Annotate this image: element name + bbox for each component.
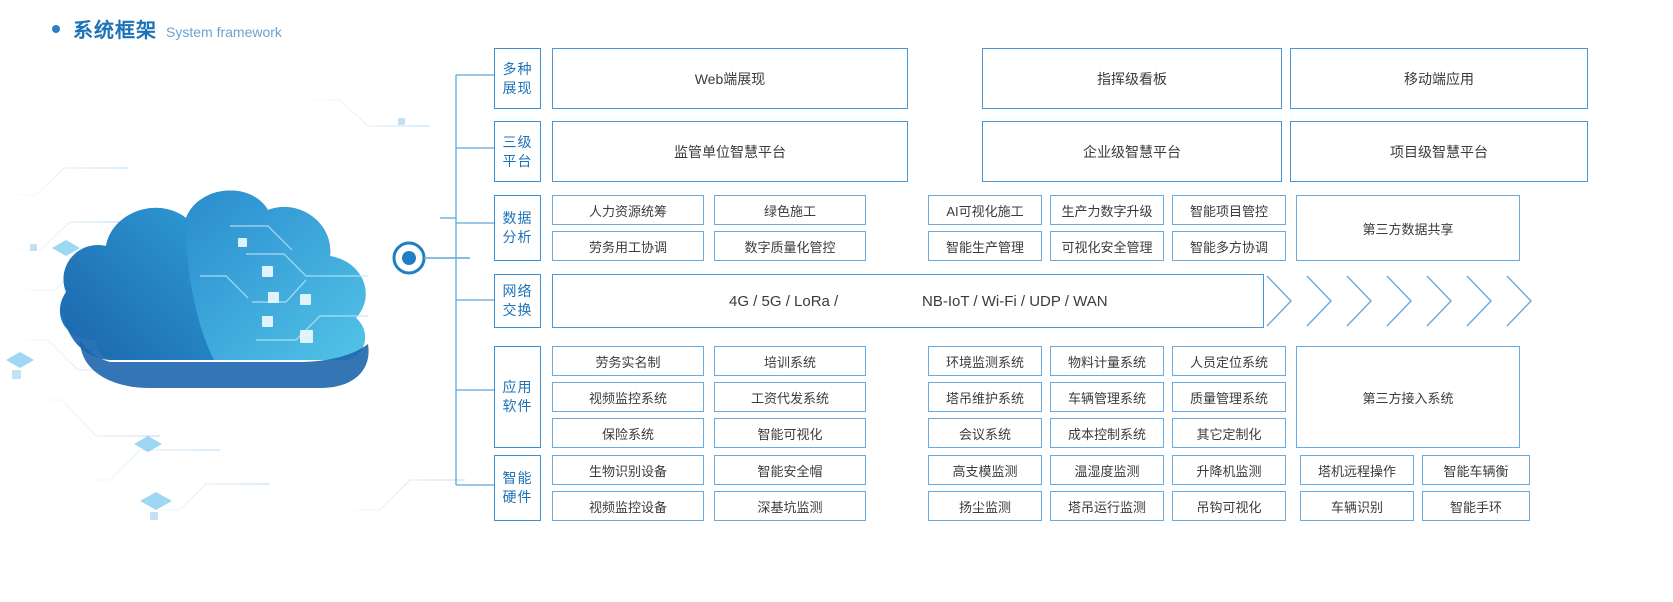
cell-material-metering[interactable]: 物料计量系统 [1050, 346, 1164, 376]
cell-smart-multiparty-coordination[interactable]: 智能多方协调 [1172, 231, 1286, 261]
row-label-network-exchange: 网络 交换 [494, 274, 541, 328]
box-mobile-app[interactable]: 移动端应用 [1290, 48, 1588, 109]
cell-dust-monitoring[interactable]: 扬尘监测 [928, 491, 1042, 521]
box-third-party-data-sharing[interactable]: 第三方数据共享 [1296, 195, 1520, 261]
row-label-line1: 网络 [502, 283, 533, 300]
cell-deep-foundation-pit-monitoring[interactable]: 深基坑监测 [714, 491, 866, 521]
cell-digital-quality-control[interactable]: 数字质量化管控 [714, 231, 866, 261]
cell-temp-humidity-monitoring[interactable]: 温湿度监测 [1050, 455, 1164, 485]
row-network-exchange: 网络 交换 4G / 5G / LoRa / NB-IoT / Wi-Fi / … [494, 274, 1532, 328]
row-label-platform: 三级 平台 [494, 121, 541, 182]
cell-payroll-system[interactable]: 工资代发系统 [714, 382, 866, 412]
cell-labor-real-name[interactable]: 劳务实名制 [552, 346, 704, 376]
cell-quality-management[interactable]: 质量管理系统 [1172, 382, 1286, 412]
page-title-cn: 系统框架 [73, 20, 157, 42]
row-smart-hardware: 智能 硬件 生物识别设备 智能安全帽 视频监控设备 深基坑监测 高支模监测 温湿… [494, 455, 1530, 521]
cell-hoist-monitoring[interactable]: 升降机监测 [1172, 455, 1286, 485]
flow-chevron-arrows [1266, 275, 1532, 327]
cell-smart-weighbridge[interactable]: 智能车辆衡 [1422, 455, 1530, 485]
row-label-display: 多种 展现 [494, 48, 541, 109]
row-label-line2: 硬件 [502, 489, 533, 505]
row-label-line1: 应用 [502, 379, 533, 396]
app-right-group: 环境监测系统 物料计量系统 人员定位系统 塔吊维护系统 车辆管理系统 质量管理系… [928, 346, 1286, 448]
cell-other-customization[interactable]: 其它定制化 [1172, 418, 1286, 448]
row-data-analysis: 数据 分析 人力资源统筹 绿色施工 劳务用工协调 数字质量化管控 AI可视化施工… [494, 195, 1520, 261]
box-project-platform[interactable]: 项目级智慧平台 [1290, 121, 1588, 182]
cell-crane-operation-monitoring[interactable]: 塔吊运行监测 [1050, 491, 1164, 521]
cloud-network-illustration [0, 40, 470, 560]
box-command-dashboard[interactable]: 指挥级看板 [982, 48, 1282, 109]
network-text-left: 4G / 5G / LoRa / [729, 292, 839, 310]
cell-smart-wristband[interactable]: 智能手环 [1422, 491, 1530, 521]
network-node-dot [392, 241, 426, 275]
row-label-line2: 软件 [502, 398, 533, 414]
hardware-right-group: 高支模监测 温湿度监测 升降机监测 塔机远程操作 智能车辆衡 扬尘监测 塔吊运行… [928, 455, 1530, 521]
cell-labor-coordination[interactable]: 劳务用工协调 [552, 231, 704, 261]
row-label-line1: 三级 [502, 133, 533, 150]
cell-visual-safety-mgmt[interactable]: 可视化安全管理 [1050, 231, 1164, 261]
row-label-application-software: 应用 软件 [494, 346, 541, 448]
data-analysis-left-group: 人力资源统筹 绿色施工 劳务用工协调 数字质量化管控 [552, 195, 866, 261]
cell-high-formwork-monitoring[interactable]: 高支模监测 [928, 455, 1042, 485]
cell-video-surveillance-system[interactable]: 视频监控系统 [552, 382, 704, 412]
cell-vehicle-management[interactable]: 车辆管理系统 [1050, 382, 1164, 412]
cell-smart-project-control[interactable]: 智能项目管控 [1172, 195, 1286, 225]
cell-hr-coordination[interactable]: 人力资源统筹 [552, 195, 704, 225]
cell-crane-maintenance[interactable]: 塔吊维护系统 [928, 382, 1042, 412]
data-analysis-right-group: AI可视化施工 生产力数字升级 智能项目管控 智能生产管理 可视化安全管理 智能… [928, 195, 1286, 261]
cell-smart-visualization[interactable]: 智能可视化 [714, 418, 866, 448]
row-platform: 三级 平台 监管单位智慧平台 企业级智慧平台 项目级智慧平台 [494, 121, 1588, 182]
row-label-data-analysis: 数据 分析 [494, 195, 541, 261]
cell-environment-monitoring[interactable]: 环境监测系统 [928, 346, 1042, 376]
cell-hook-visualization[interactable]: 吊钩可视化 [1172, 491, 1286, 521]
cell-ai-visual-construction[interactable]: AI可视化施工 [928, 195, 1042, 225]
row-label-line2: 分析 [502, 229, 533, 245]
box-web-display[interactable]: Web端展现 [552, 48, 908, 109]
cell-productivity-digital-upgrade[interactable]: 生产力数字升级 [1050, 195, 1164, 225]
cell-meeting-system[interactable]: 会议系统 [928, 418, 1042, 448]
cell-biometric-device[interactable]: 生物识别设备 [552, 455, 704, 485]
row-label-line1: 数据 [502, 210, 533, 227]
row-label-line2: 平台 [502, 152, 533, 169]
cell-insurance-system[interactable]: 保险系统 [552, 418, 704, 448]
row-display: 多种 展现 Web端展现 指挥级看板 移动端应用 [494, 48, 1588, 109]
cell-smart-production-mgmt[interactable]: 智能生产管理 [928, 231, 1042, 261]
cell-training-system[interactable]: 培训系统 [714, 346, 866, 376]
row-label-line1: 多种 [502, 60, 533, 77]
box-third-party-access-system[interactable]: 第三方接入系统 [1296, 346, 1520, 448]
row-label-line2: 展现 [502, 79, 533, 96]
cell-personnel-positioning[interactable]: 人员定位系统 [1172, 346, 1286, 376]
bullet-dot [52, 24, 60, 33]
cell-smart-helmet[interactable]: 智能安全帽 [714, 455, 866, 485]
cell-video-monitoring-device[interactable]: 视频监控设备 [552, 491, 704, 521]
cell-vehicle-recognition[interactable]: 车辆识别 [1300, 491, 1414, 521]
cell-green-construction[interactable]: 绿色施工 [714, 195, 866, 225]
app-left-group: 劳务实名制 培训系统 视频监控系统 工资代发系统 保险系统 智能可视化 [552, 346, 866, 448]
cell-tower-crane-remote-operation[interactable]: 塔机远程操作 [1300, 455, 1414, 485]
row-label-line2: 交换 [502, 302, 533, 318]
page-title: 系统框架 System framework [52, 14, 282, 43]
cell-cost-control-system[interactable]: 成本控制系统 [1050, 418, 1164, 448]
row-label-line1: 智能 [502, 470, 533, 487]
hardware-left-group: 生物识别设备 智能安全帽 视频监控设备 深基坑监测 [552, 455, 866, 521]
box-enterprise-platform[interactable]: 企业级智慧平台 [982, 121, 1282, 182]
connector-tree [440, 45, 510, 515]
box-regulator-platform[interactable]: 监管单位智慧平台 [552, 121, 908, 182]
row-application-software: 应用 软件 劳务实名制 培训系统 视频监控系统 工资代发系统 保险系统 智能可视… [494, 346, 1520, 448]
row-label-smart-hardware: 智能 硬件 [494, 455, 541, 521]
page-title-en: System framework [166, 24, 282, 40]
network-text-right: NB-IoT / Wi-Fi / UDP / WAN [922, 292, 1108, 310]
network-protocol-bar[interactable]: 4G / 5G / LoRa / NB-IoT / Wi-Fi / UDP / … [552, 274, 1264, 328]
